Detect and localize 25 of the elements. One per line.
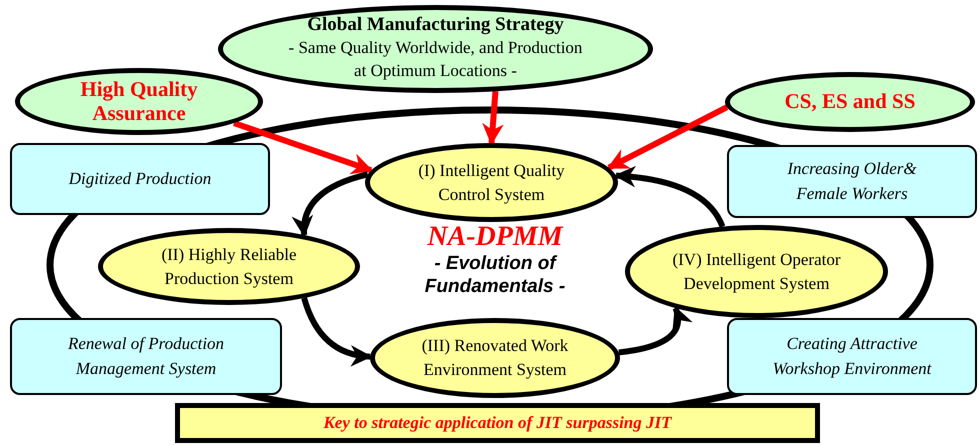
strategy-text: - Same Quality Worldwide, and Production at Optimum Locations - [288,36,584,82]
factor-box [10,318,282,395]
factor-box [10,143,270,215]
arrow [618,306,692,356]
factor-text: Creating Attractive Workshop Environment [772,332,933,380]
system-text: (III) Renovated Work Environment System [420,335,570,381]
banner-text: Key to strategic application of JIT surpassing JIT [323,413,672,433]
key-banner [175,403,820,443]
arrow [292,171,369,238]
arrow [301,297,372,366]
system-text: (IV) Intelligent Operator Development System [671,248,842,295]
strategy-title: Global Manufacturing Strategy [307,14,564,36]
system-text: (I) Intelligent Quality Control System [417,160,566,206]
factor-text: Increasing Older& Female Workers [786,158,918,204]
system-text: (II) Highly Reliable Production System [160,244,298,290]
factor-box [727,318,977,395]
arrow [606,104,728,170]
factor-text: Renewal of Production Management System [66,332,226,380]
factor-text: Digitized Production [68,168,212,190]
model-title: NA-DPMM [427,222,563,253]
arrow [482,91,504,146]
model-subtitle: - Evolution of Fundamentals - [424,252,566,298]
goal-text: High Quality Assurance [79,78,199,125]
factor-box [727,145,977,218]
goal-text: CS, ES and SS [784,90,916,114]
